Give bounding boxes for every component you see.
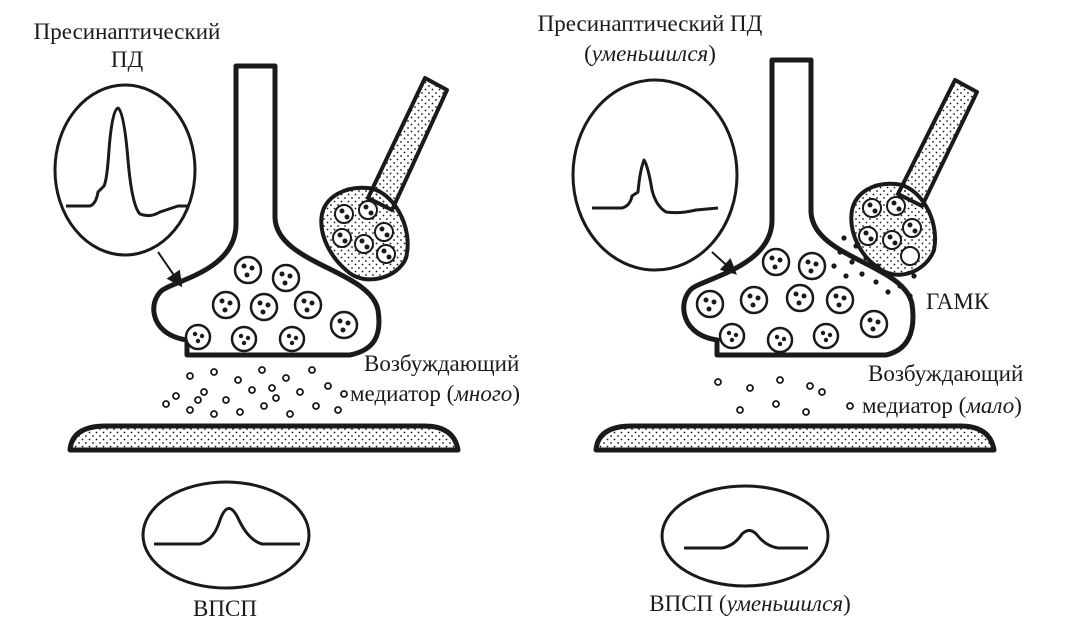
right-epsp-label: ВПСП (уменьшился) (600, 592, 900, 615)
left-released-transmitter (163, 367, 347, 417)
left-postsynaptic-membrane (70, 426, 458, 450)
vesicle (861, 311, 887, 337)
vesicle (697, 291, 723, 317)
vesicle (741, 287, 767, 313)
left-panel (55, 66, 458, 588)
right-presynaptic-ap-label-line1: Пресинаптический ПД (500, 12, 800, 35)
vesicle (814, 324, 838, 348)
left-transmitter-label-line1: Возбуждающий (364, 352, 519, 375)
vesicle (720, 324, 744, 348)
vesicle (768, 328, 792, 352)
left-presynaptic-ap-label-line2: ПД (2, 48, 252, 71)
vesicle (295, 292, 321, 318)
vesicle (827, 287, 853, 313)
right-postsynaptic-membrane (596, 426, 994, 450)
vesicle (331, 312, 357, 338)
vesicle (787, 285, 813, 311)
vesicle (186, 325, 210, 349)
right-transmitter-label-line2: медиатор (мало) (862, 394, 1022, 417)
vesicle (799, 253, 825, 279)
right-epsp-scope (662, 486, 828, 586)
right-ap-pointer-arrow (712, 252, 734, 272)
left-epsp-scope (143, 482, 309, 588)
vesicle (251, 294, 277, 320)
left-epsp-label: ВПСП (150, 597, 300, 620)
vesicle (763, 249, 789, 275)
right-presynaptic-ap-label-line2: (уменьшился) (500, 42, 800, 65)
right-gaba-label: ГАМК (926, 290, 989, 313)
right-presynaptic-ap-scope (573, 80, 737, 272)
right-transmitter-label-line1: Возбуждающий (868, 362, 1023, 385)
vesicle (213, 292, 239, 318)
left-presynaptic-ap-label-line1: Пресинаптический (2, 20, 252, 43)
right-panel (573, 60, 994, 586)
left-presynaptic-ap-scope (55, 85, 195, 284)
right-released-transmitter (715, 377, 853, 415)
vesicle (232, 327, 256, 351)
left-transmitter-label-line2: медиатор (много) (350, 382, 520, 405)
left-axoaxonic-terminal (321, 78, 447, 279)
left-ap-pointer-arrow (158, 252, 180, 284)
vesicle (280, 327, 304, 351)
vesicle (273, 265, 299, 291)
vesicle (235, 257, 261, 283)
